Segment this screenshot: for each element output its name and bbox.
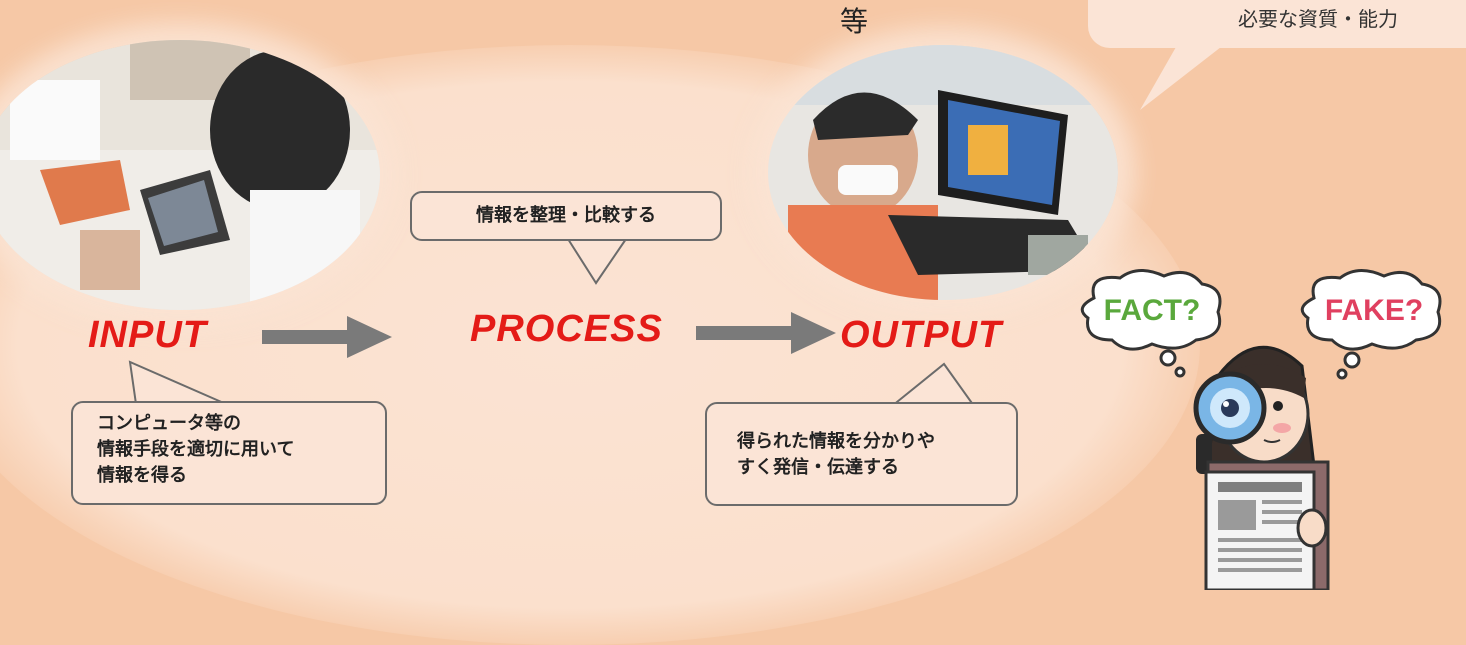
arrow-input-to-process [262, 316, 392, 358]
girl-figure [1193, 345, 1330, 590]
callout-input-tail [128, 360, 227, 408]
callout-process-tail [567, 237, 627, 285]
label-process: PROCESS [470, 308, 663, 350]
speech-bubble-top: 必要な資質・能力 [1088, 0, 1466, 48]
label-output: OUTPUT [840, 314, 1003, 356]
fake-text: FAKE? [1325, 294, 1423, 327]
callout-process: 情報を整理・比較する [410, 191, 722, 241]
top-character: 等 [840, 5, 869, 38]
arrow-process-to-output [696, 312, 836, 354]
callout-input: コンピュータ等の 情報手段を適切に用いて 情報を得る [71, 401, 387, 505]
thought-bubble-fact: FACT? [1080, 269, 1222, 378]
callout-input-line-3: 情報を得る [97, 465, 187, 486]
speech-bubble-top-tail [1140, 40, 1230, 110]
callout-output-line-2: すく発信・伝達する [737, 457, 899, 478]
callout-input-line-2: 情報手段を適切に用いて [97, 439, 295, 460]
label-input: INPUT [88, 314, 207, 356]
callout-process-text: 情報を整理・比較する [476, 205, 656, 226]
illustration-fact-check-girl: FACT? FAKE? [1080, 269, 1442, 590]
callout-output-line-1: 得られた情報を分かりや [737, 431, 935, 452]
callout-input-line-1: コンピュータ等の [97, 413, 241, 434]
fact-text: FACT? [1104, 294, 1201, 327]
photo-student-laptop [768, 45, 1118, 300]
top-bubble-text: 必要な資質・能力 [1238, 7, 1398, 31]
callout-output: 得られた情報を分かりや すく発信・伝達する [705, 402, 1018, 506]
photo-students-tablets [0, 40, 380, 310]
thought-bubble-fake: FAKE? [1300, 269, 1442, 380]
callout-output-tail [891, 362, 975, 410]
